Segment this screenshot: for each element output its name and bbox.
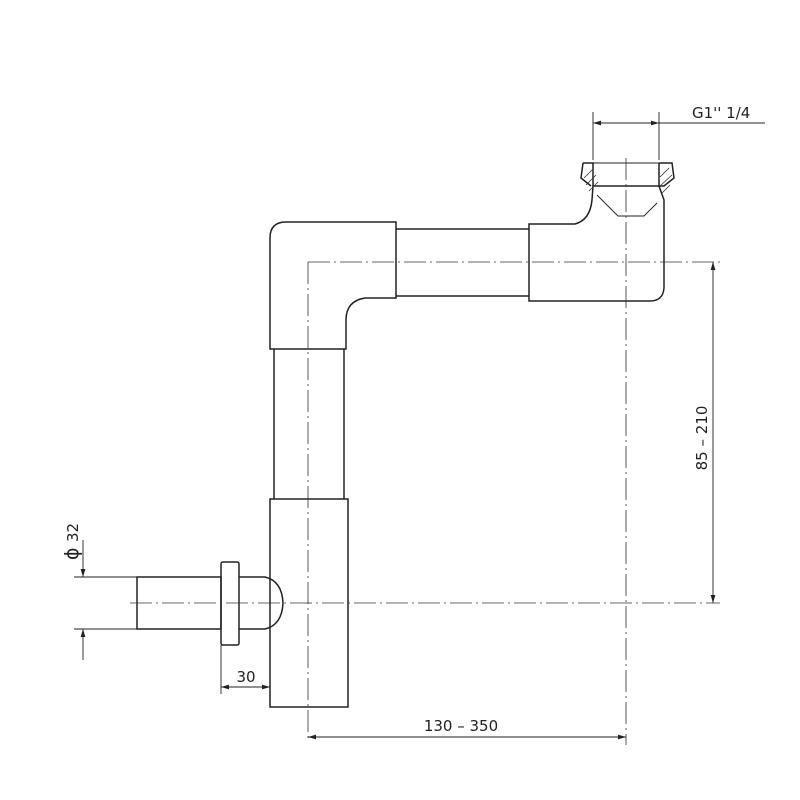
inlet-elbow xyxy=(528,185,665,302)
siphon-body xyxy=(136,162,675,708)
diameter-label: 32 xyxy=(64,523,82,542)
dimension-height: 85 – 210 xyxy=(693,262,716,603)
height-label: 85 – 210 xyxy=(693,406,711,471)
threaded-nut xyxy=(580,162,675,187)
dimension-length: 130 – 350 xyxy=(308,717,626,740)
flange-offset-label: 30 xyxy=(236,668,255,686)
outlet-flange xyxy=(220,561,240,646)
thread-label: G1'' 1/4 xyxy=(692,104,750,122)
dimension-flange-offset: 30 xyxy=(220,645,271,707)
diameter-symbol: ϕ xyxy=(61,547,83,560)
dimension-diameter: ϕ 32 xyxy=(61,523,137,660)
length-label: 130 – 350 xyxy=(424,717,498,735)
inlet-inner-chamfer xyxy=(596,194,658,217)
outlet-cap xyxy=(239,576,284,630)
vertical-tube xyxy=(273,349,345,499)
horizontal-tube xyxy=(396,228,529,297)
upper-elbow xyxy=(269,221,397,350)
dimension-thread: G1'' 1/4 xyxy=(592,104,765,160)
center-lines xyxy=(130,158,720,745)
nut-hatching xyxy=(583,167,673,194)
